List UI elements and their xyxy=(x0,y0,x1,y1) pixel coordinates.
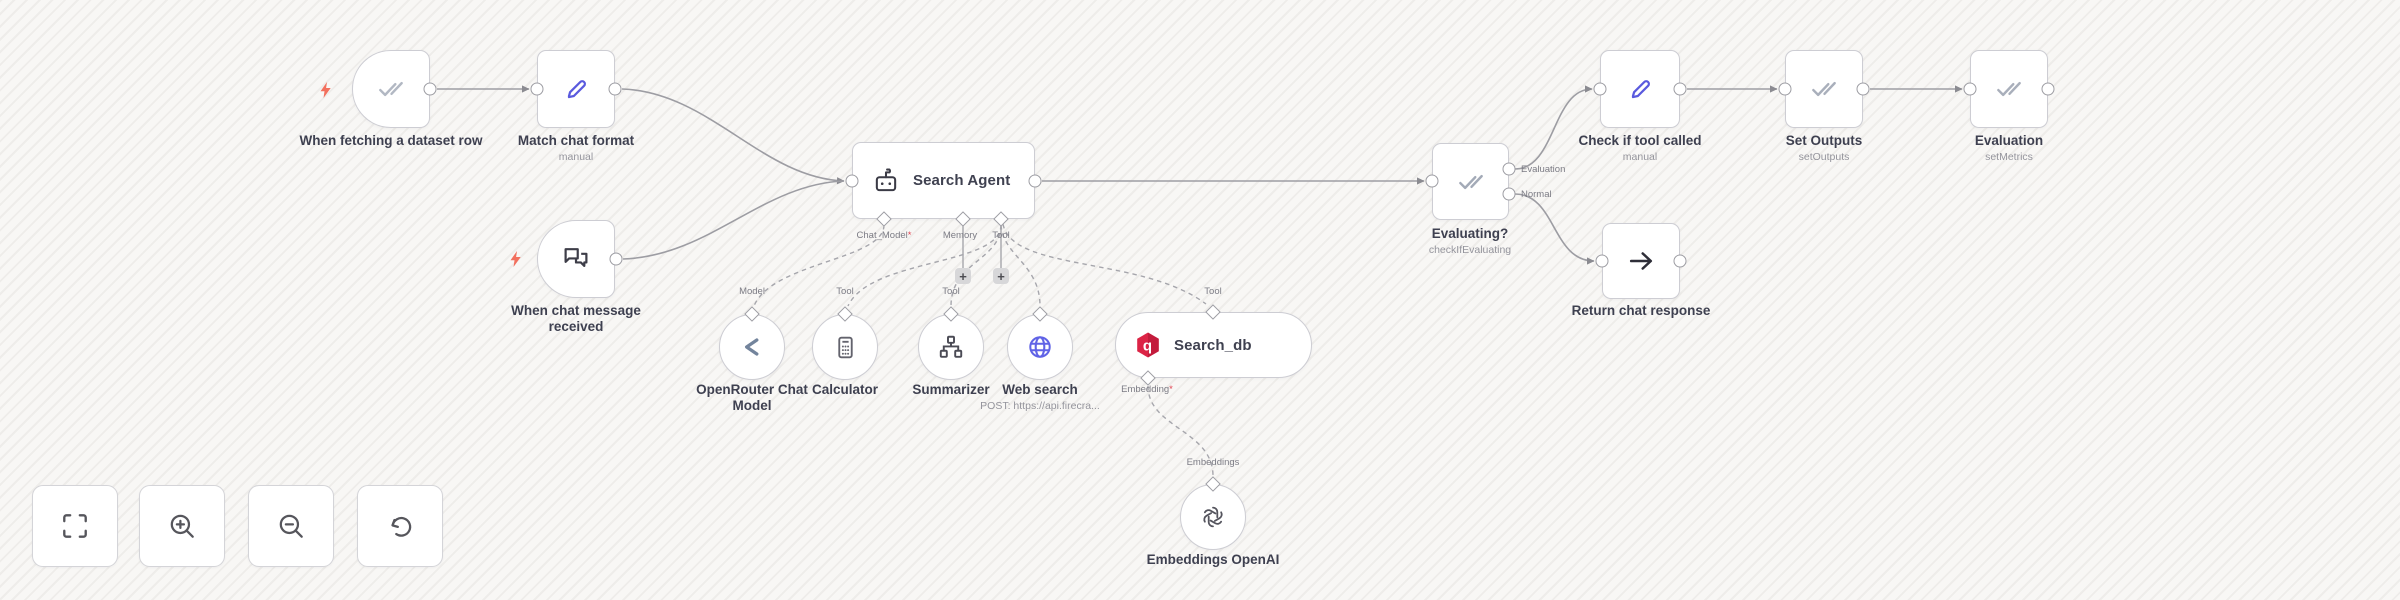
undo-icon xyxy=(391,516,412,537)
node-when-chat-message-received[interactable] xyxy=(537,220,615,298)
port-out-evaluation[interactable] xyxy=(2041,82,2055,96)
node-set-outputs[interactable] xyxy=(1785,50,1863,128)
port-out-evaluating-normal[interactable] xyxy=(1502,187,1516,201)
trigger-bolt-icon xyxy=(320,82,331,98)
add-memory-button[interactable]: + xyxy=(955,268,971,284)
port-in-search-agent[interactable] xyxy=(845,174,859,188)
double-check-icon xyxy=(1812,81,1836,97)
calculator-icon xyxy=(837,336,853,358)
node-title: Search Agent xyxy=(913,172,1011,189)
openrouter-icon xyxy=(745,338,759,356)
edge-match-to-agent xyxy=(621,88,845,185)
node-calculator[interactable] xyxy=(812,314,878,380)
zoom-out-button[interactable] xyxy=(248,485,334,567)
zoom-out-icon xyxy=(279,514,303,538)
edge-agent-to-model xyxy=(753,224,885,307)
port-out-search-agent[interactable] xyxy=(1028,174,1042,188)
node-search-db[interactable]: q Search_db xyxy=(1115,312,1312,378)
globe-icon xyxy=(1029,336,1051,358)
zoom-in-button[interactable] xyxy=(139,485,225,567)
chat-bubbles-icon xyxy=(564,248,588,268)
port-in-match-chat-format[interactable] xyxy=(530,82,544,96)
node-search-agent[interactable]: Search Agent xyxy=(852,142,1035,219)
port-in-return-chat-response[interactable] xyxy=(1595,254,1609,268)
trigger-bolt-icon xyxy=(510,251,521,267)
node-title: Search_db xyxy=(1174,336,1252,354)
port-out-match-chat-format[interactable] xyxy=(608,82,622,96)
node-embeddings-openai[interactable] xyxy=(1180,484,1246,550)
node-when-fetching-dataset-row[interactable] xyxy=(352,50,430,128)
edge-searchdb-to-embeddings xyxy=(1147,385,1214,477)
undo-button[interactable] xyxy=(357,485,443,567)
node-evaluation[interactable] xyxy=(1970,50,2048,128)
double-check-icon xyxy=(379,81,403,97)
edge-chattrigger-to-agent xyxy=(622,180,845,260)
edge-evaluation-to-check xyxy=(1514,85,1593,170)
port-out-check-if-tool-called[interactable] xyxy=(1673,82,1687,96)
edge-normal-to-return xyxy=(1514,193,1595,265)
node-web-search[interactable] xyxy=(1007,314,1073,380)
node-summarizer[interactable] xyxy=(918,314,984,380)
fit-view-button[interactable] xyxy=(32,485,118,567)
port-in-evaluating[interactable] xyxy=(1425,174,1439,188)
port-out-dataset-trigger[interactable] xyxy=(423,82,437,96)
port-out-chat-trigger[interactable] xyxy=(609,252,623,266)
edge-agent-to-websearch xyxy=(1000,224,1041,307)
double-check-icon xyxy=(1458,174,1483,189)
arrow-right-icon xyxy=(1629,252,1653,270)
edge-agent-to-searchdb xyxy=(1002,223,1207,305)
node-openrouter-chat-model[interactable] xyxy=(719,314,785,380)
node-check-if-tool-called[interactable] xyxy=(1600,50,1680,128)
openai-icon xyxy=(1201,506,1225,528)
port-in-evaluation[interactable] xyxy=(1963,82,1977,96)
port-out-evaluating-evaluation[interactable] xyxy=(1502,162,1516,176)
add-tool-button[interactable]: + xyxy=(993,268,1009,284)
port-in-set-outputs[interactable] xyxy=(1778,82,1792,96)
double-check-icon xyxy=(1997,81,2021,97)
port-in-check-if-tool-called[interactable] xyxy=(1593,82,1607,96)
fit-view-icon xyxy=(63,514,87,538)
zoom-in-icon xyxy=(170,514,194,538)
sitemap-icon xyxy=(939,335,963,358)
port-out-return-chat-response[interactable] xyxy=(1673,254,1687,268)
edge-agent-to-calculator xyxy=(847,224,1002,307)
pencil-icon xyxy=(567,80,586,99)
node-evaluating[interactable] xyxy=(1432,143,1509,220)
qdrant-icon: q xyxy=(1137,332,1159,358)
edge-agent-to-summarizer xyxy=(950,224,1002,307)
node-match-chat-format[interactable] xyxy=(537,50,615,128)
port-out-set-outputs[interactable] xyxy=(1856,82,1870,96)
robot-icon xyxy=(875,168,897,191)
svg-text:q: q xyxy=(1143,338,1152,355)
node-return-chat-response[interactable] xyxy=(1602,223,1680,299)
pencil-icon xyxy=(1631,80,1650,99)
